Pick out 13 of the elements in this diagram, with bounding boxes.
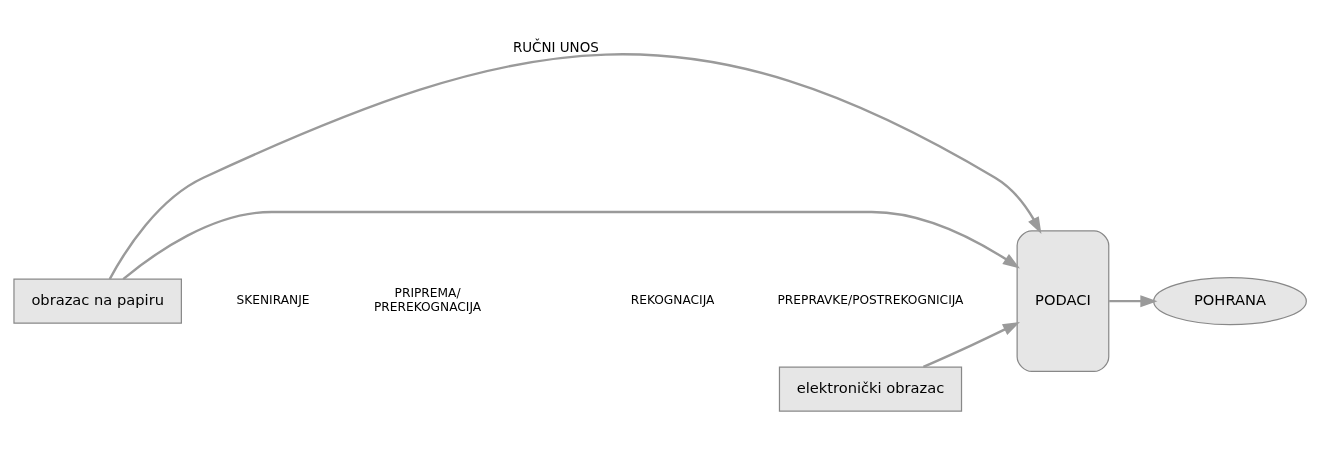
label: PREPRAVKE/POSTREKOGNICIJA [777,293,964,308]
label: SKENIRANJE [236,293,310,308]
label: REKOGNACIJA [630,293,715,308]
node-box: PODACI [1016,230,1110,372]
arrow [1109,295,1158,308]
node-box: obrazac na papiru [13,278,182,324]
edge-label: RUČNI UNOS [512,39,599,55]
arrow [922,322,1020,369]
node-box: elektronički obrazac [778,366,963,412]
arrow [108,53,1042,280]
node-ellipse: POHRANA [1153,277,1307,326]
arrow [122,210,1020,281]
label: PRIPREMA/ PREREKOGNACIJA [373,286,482,314]
